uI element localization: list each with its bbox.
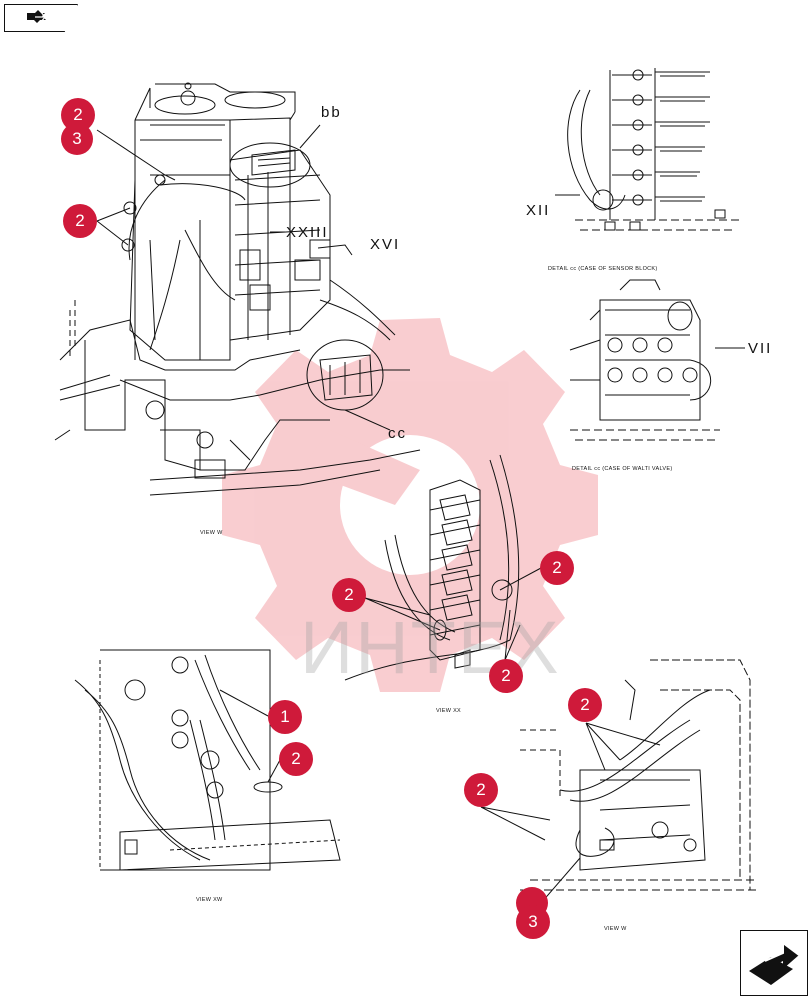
callout-balloon[interactable]: 2 xyxy=(489,659,523,693)
main-assembly-drawing xyxy=(54,82,421,496)
sensor-block-detail-drawing xyxy=(555,68,740,231)
callout-balloon[interactable]: 2 xyxy=(61,98,95,132)
callout-balloon[interactable]: 2 xyxy=(63,204,97,238)
view-caption-top-left: VIEW W xyxy=(200,530,223,536)
view-caption-middle: VIEW XX xyxy=(436,708,462,714)
ref-label-xvi: XVI xyxy=(370,236,401,253)
watermark-gear-icon xyxy=(222,318,598,692)
callout-balloon[interactable]: 1 xyxy=(268,700,302,734)
view-caption-bottom-left: VIEW XW xyxy=(196,897,223,903)
arrow-left-icon xyxy=(27,10,47,23)
detail-caption-sensor-block: DETAIL cc (CASE OF SENSOR BLOCK) xyxy=(548,266,658,272)
ref-label-xii: XII xyxy=(526,202,551,219)
detail-caption-walti-valve: DETAIL cc (CASE OF WALTI VALVE) xyxy=(572,466,673,472)
callout-balloon[interactable]: 2 xyxy=(279,742,313,776)
ref-label-cc: cc xyxy=(388,425,407,442)
ref-label-vii: VII xyxy=(748,340,773,357)
arrow-right-icon xyxy=(749,941,800,985)
ref-label-bb: bb xyxy=(321,104,342,121)
view-caption-bottom-right: VIEW W xyxy=(604,926,627,932)
view-w-bottom-drawing xyxy=(480,659,760,911)
callout-balloon[interactable]: 2 xyxy=(464,773,498,807)
callout-balloon[interactable]: 2 xyxy=(332,578,366,612)
view-xw-drawing xyxy=(74,649,341,871)
ref-label-xxiii: XXIII xyxy=(286,224,329,241)
callout-balloon[interactable]: 2 xyxy=(540,551,574,585)
callout-balloon[interactable]: 2 xyxy=(568,688,602,722)
previous-page-button[interactable] xyxy=(4,4,78,32)
view-xx-drawing xyxy=(344,454,542,681)
next-page-button[interactable] xyxy=(740,930,808,996)
walti-valve-detail-drawing xyxy=(569,279,745,441)
callout-balloon[interactable]: 3 xyxy=(516,905,550,939)
